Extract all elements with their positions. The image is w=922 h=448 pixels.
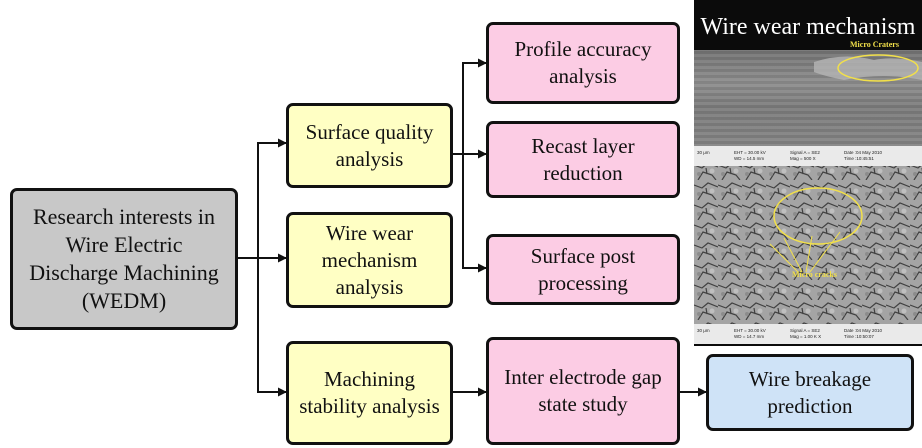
surface-quality-label: Surface quality analysis — [305, 119, 434, 171]
date-value: Date :04 May 2010 — [844, 150, 883, 155]
wire-breakage-label: Wire breakage prediction — [748, 366, 872, 418]
node-inter-electrode-gap: Inter electrode gap state study — [486, 337, 680, 445]
scale-bar-label: 30 μm — [697, 150, 710, 155]
arrow-root-to-machining-stability — [257, 258, 287, 397]
date-value: Date :04 May 2010 — [844, 328, 883, 333]
node-profile-accuracy: Profile accuracy analysis — [486, 22, 680, 104]
surface-post-label: Surface post processing — [530, 243, 636, 295]
node-wire-wear: Wire wear mechanism analysis — [286, 212, 453, 308]
sem-micrograph: Wire wear mechanism Micro Craters Micro … — [694, 0, 922, 346]
mag-value: Mag = 1.00 K X — [790, 334, 822, 339]
inter-electrode-label: Inter electrode gap state study — [504, 365, 662, 416]
sem-info-strip-2: 30 μm EHT = 30.00 kV WD = 14.7 mm Signal… — [694, 324, 922, 344]
wire-wear-label: Wire wear mechanism analysis — [321, 220, 418, 299]
signal-value: Signal A = SE2 — [790, 328, 820, 333]
profile-accuracy-label: Profile accuracy analysis — [514, 37, 652, 88]
node-machining-stability: Machining stability analysis — [286, 341, 453, 445]
micro-craters-label: Micro Craters — [850, 40, 899, 49]
time-value: Time :10:45:51 — [844, 156, 874, 161]
root-node: Research interests in Wire Electric Disc… — [10, 188, 238, 330]
micro-cracks-label: Micro cracks — [792, 270, 837, 279]
arrow-surface-to-profile — [453, 58, 487, 155]
wd-value: WD = 14.5 mm — [734, 156, 765, 161]
root-label: Research interests in Wire Electric Disc… — [29, 204, 219, 313]
eht-value: EHT = 30.00 kV — [734, 328, 766, 333]
node-wire-breakage: Wire breakage prediction — [706, 354, 914, 431]
mag-value: Mag = 500 X — [790, 156, 816, 161]
arrow-surface-to-post — [462, 154, 487, 273]
sem-info-strip-1: 30 μm EHT = 30.00 kV WD = 14.5 mm Signal… — [694, 146, 922, 166]
eht-value: EHT = 30.00 kV — [734, 150, 766, 155]
time-value: Time :10:50:07 — [844, 334, 874, 339]
node-surface-quality: Surface quality analysis — [286, 103, 453, 188]
scale-bar-label: 30 μm — [697, 328, 710, 333]
recast-layer-label: Recast layer reduction — [531, 133, 635, 185]
arrow-root-to-surface-quality — [238, 138, 287, 259]
wd-value: WD = 14.7 mm — [734, 334, 765, 339]
machining-stability-label: Machining stability analysis — [299, 367, 440, 418]
signal-value: Signal A = SE2 — [790, 150, 820, 155]
sem-texture — [694, 50, 922, 324]
node-surface-post-processing: Surface post processing — [486, 234, 680, 305]
node-recast-layer: Recast layer reduction — [486, 121, 680, 198]
sem-title: Wire wear mechanism — [700, 14, 916, 40]
